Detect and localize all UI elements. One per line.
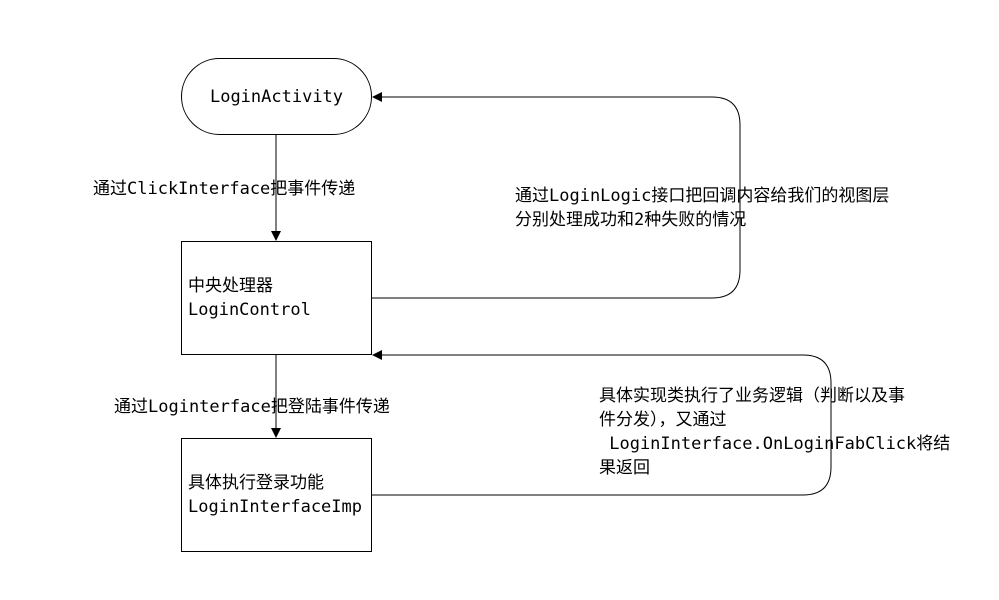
arrow-control-to-activity [372, 92, 741, 299]
node-login-control-title: 中央处理器 [188, 276, 273, 296]
edge-label-control-to-activity-line2: 分别处理成功和2种失败的情况 [515, 210, 747, 230]
node-login-interface-imp-title: 具体执行登录功能 [188, 473, 324, 493]
node-login-activity: LoginActivity [181, 58, 372, 135]
edge-label-impl-to-control: 具体实现类执行了业务逻辑（判断以及事 件分发），又通过 LoginInterfa… [599, 384, 950, 480]
edge-label-impl-to-control-line1: 具体实现类执行了业务逻辑（判断以及事 [599, 386, 905, 406]
node-login-interface-imp: 具体执行登录功能 LoginInterfaceImp [181, 438, 372, 552]
edge-label-control-to-impl: 通过Loginterface把登陆事件传递 [114, 397, 390, 417]
edge-label-control-to-activity: 通过LoginLogic接口把回调内容给我们的视图层 分别处理成功和2种失败的情… [515, 184, 889, 232]
node-login-interface-imp-name: LoginInterfaceImp [188, 497, 362, 517]
edge-label-impl-to-control-line4: 果返回 [599, 458, 650, 478]
edge-label-impl-to-control-line3: LoginInterface.OnLoginFabClick将结 [599, 434, 951, 454]
edge-label-activity-to-control: 通过ClickInterface把事件传递 [93, 179, 356, 199]
node-login-control-name: LoginControl [188, 300, 311, 320]
edge-label-impl-to-control-line2: 件分发），又通过 [599, 410, 727, 430]
edge-label-control-to-activity-line1: 通过LoginLogic接口把回调内容给我们的视图层 [515, 186, 890, 206]
arrow-impl-to-control [372, 350, 832, 496]
node-login-activity-label: LoginActivity [209, 86, 344, 107]
node-login-control: 中央处理器 LoginControl [181, 241, 372, 355]
